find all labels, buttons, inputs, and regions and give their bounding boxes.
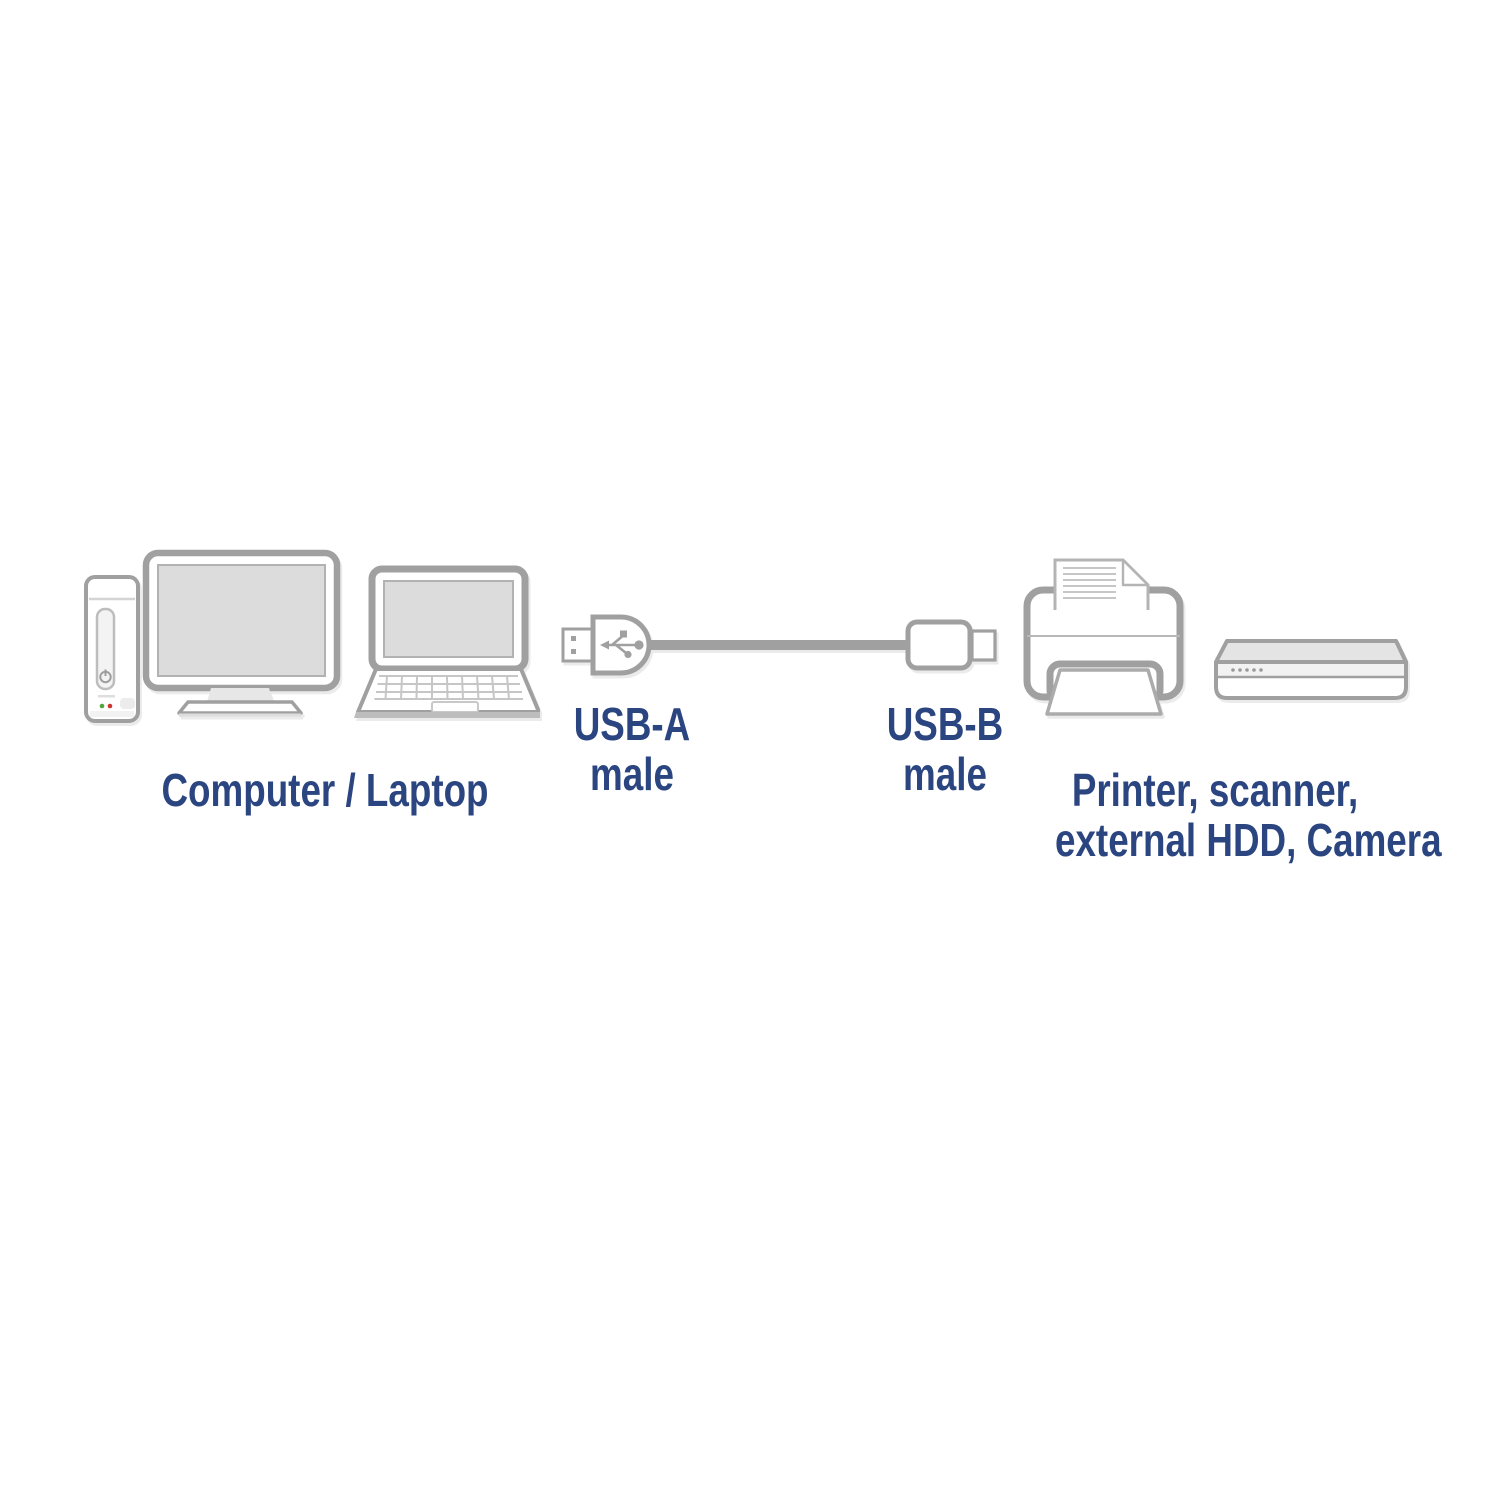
monitor-icon [142, 549, 341, 717]
cable-wire [645, 640, 913, 650]
usb-b-label-line2: male [903, 747, 987, 800]
paper-sheet-top [1053, 558, 1150, 610]
usb-cable-illustration [561, 614, 997, 676]
usb-a-label-line1: USB-A [573, 698, 691, 750]
usb-b-connector-icon [905, 619, 997, 671]
peripherals-label-line2: external HDD, Camera [1055, 813, 1442, 866]
peripherals-label-line1: Printer, scanner, [1071, 764, 1359, 816]
power-button-icon [99, 669, 112, 684]
indicator-dots [1231, 668, 1263, 672]
usb-b-label-line1: USB-B [886, 698, 1004, 750]
led-red [107, 703, 113, 709]
led-green [99, 703, 105, 709]
usb-trident-icon [600, 630, 644, 659]
printer-icon [1023, 558, 1184, 716]
computer-laptop-illustration [84, 549, 540, 723]
usb-a-label-line2: male [590, 747, 674, 800]
touchpad [431, 701, 479, 713]
usb-a-male-label: USB-A male [552, 698, 712, 800]
keyboard-grid [374, 675, 523, 700]
scanner-icon [1214, 639, 1408, 700]
desktop-tower-icon [84, 575, 140, 723]
laptop-icon [354, 565, 540, 718]
paper-sheet-output [1045, 668, 1163, 716]
peripherals-label: Printer, scanner, external HDD, Camera [1055, 764, 1442, 866]
usb-b-male-label: USB-B male [865, 698, 1025, 800]
usb-a-connector-icon [561, 614, 652, 676]
computer-laptop-label: Computer / Laptop [161, 764, 489, 816]
